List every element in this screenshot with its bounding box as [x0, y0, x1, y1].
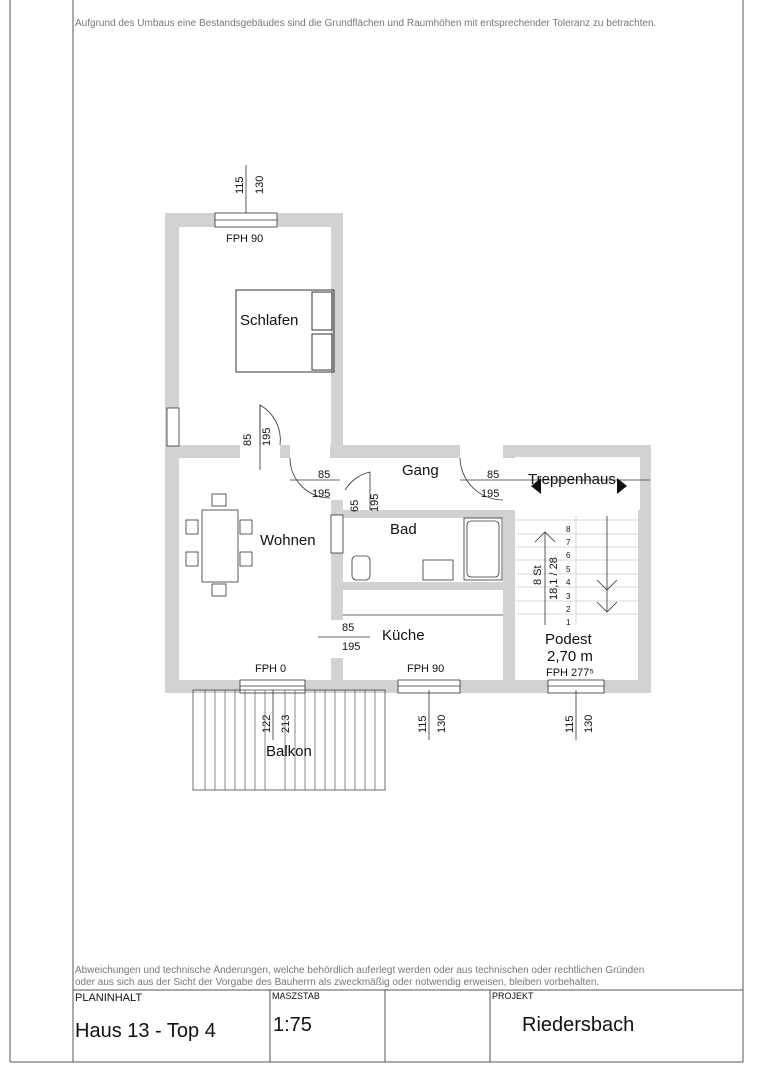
label-windows-stair-b: 130 — [583, 715, 595, 733]
label-windows-top-b: 130 — [254, 176, 266, 194]
projekt-label: PROJEKT — [492, 991, 534, 1001]
label-stair-steps-4: 5 — [566, 565, 571, 574]
label-windows-wohnen-b: 213 — [280, 715, 292, 733]
door-swings — [259, 404, 650, 638]
label-windows-top-a: 115 — [234, 176, 246, 194]
section-arrow-icon — [531, 478, 541, 494]
stair-arrows — [534, 516, 618, 625]
label-doors-schlafen-h: 195 — [261, 428, 273, 446]
label-doors-bad-h: 195 — [369, 494, 381, 512]
label-windows-wohnen-a: 122 — [261, 715, 273, 733]
fph-277: FPH 277⁵ — [546, 667, 594, 679]
label-doors-kueche-h: 195 — [342, 641, 360, 653]
podest-height: 2,70 m — [547, 648, 593, 665]
section-arrow-icon — [617, 478, 627, 494]
room-treppenhaus: Treppenhaus — [528, 471, 616, 488]
label-windows-wohnen-fph: FPH 0 — [255, 663, 286, 675]
label-windows-stair-a: 115 — [564, 715, 576, 733]
label-stair-steps-3: 4 — [566, 578, 571, 587]
windows — [214, 165, 605, 740]
label-stair-steps-7: 8 — [566, 525, 571, 534]
footer-note-line-2: oder aus sich aus der Sicht der Vorgabe … — [75, 977, 600, 988]
header-note: Aufgrund des Umbaus eine Bestandsgebäude… — [75, 18, 657, 29]
room-gang: Gang — [402, 462, 439, 479]
label-doors-kueche-w: 85 — [342, 622, 354, 634]
footer-note-line-1: Abweichungen und technische Änderungen, … — [75, 965, 645, 976]
label-doors-schlafen-w: 85 — [242, 434, 254, 446]
bed — [235, 289, 335, 373]
label-stair-steps-5: 6 — [566, 551, 571, 560]
label-doors-bad-w: 65 — [349, 500, 361, 512]
label-doors-gang_left-h: 195 — [312, 488, 330, 500]
room-wohnen: Wohnen — [260, 532, 316, 549]
label-stair-steps-2: 3 — [566, 592, 571, 601]
label-windows-kueche-b: 130 — [436, 715, 448, 733]
projekt-value: Riedersbach — [522, 1014, 635, 1036]
balcony-hatch — [192, 689, 386, 791]
label-stair-steps-1: 2 — [566, 605, 571, 614]
room-balkon: Balkon — [266, 743, 312, 760]
room-kueche: Küche — [382, 627, 425, 644]
room-schlafen: Schlafen — [240, 312, 298, 329]
label-windows-kueche-fph: FPH 90 — [407, 663, 444, 675]
massstab-label: MASZSTAB — [272, 991, 320, 1001]
label-windows-kueche-a: 115 — [417, 715, 429, 733]
label-doors-treppenhaus-h: 195 — [481, 488, 499, 500]
room-bad: Bad — [390, 521, 417, 538]
label-stair-steps-0: 1 — [566, 618, 571, 627]
chimneys — [166, 407, 344, 554]
bathroom-fixtures — [351, 517, 503, 581]
planinhalt-value: Haus 13 - Top 4 — [75, 1020, 216, 1042]
label-stair-steps-6: 7 — [566, 538, 571, 547]
planinhalt-label: PLANINHALT — [75, 992, 143, 1004]
walls — [165, 213, 651, 693]
label-windows-top-fph: FPH 90 — [226, 233, 263, 245]
dining-table — [185, 493, 253, 597]
label-doors-gang_left-w: 85 — [318, 469, 330, 481]
massstab-value: 1:75 — [273, 1014, 312, 1036]
room-podest: Podest — [545, 631, 593, 648]
label-doors-treppenhaus-w: 85 — [487, 469, 499, 481]
stair-treads — [516, 515, 638, 625]
label-stair-ratio: 18,1 / 28 — [548, 557, 560, 600]
label-stair-count: 8 St — [532, 565, 544, 585]
